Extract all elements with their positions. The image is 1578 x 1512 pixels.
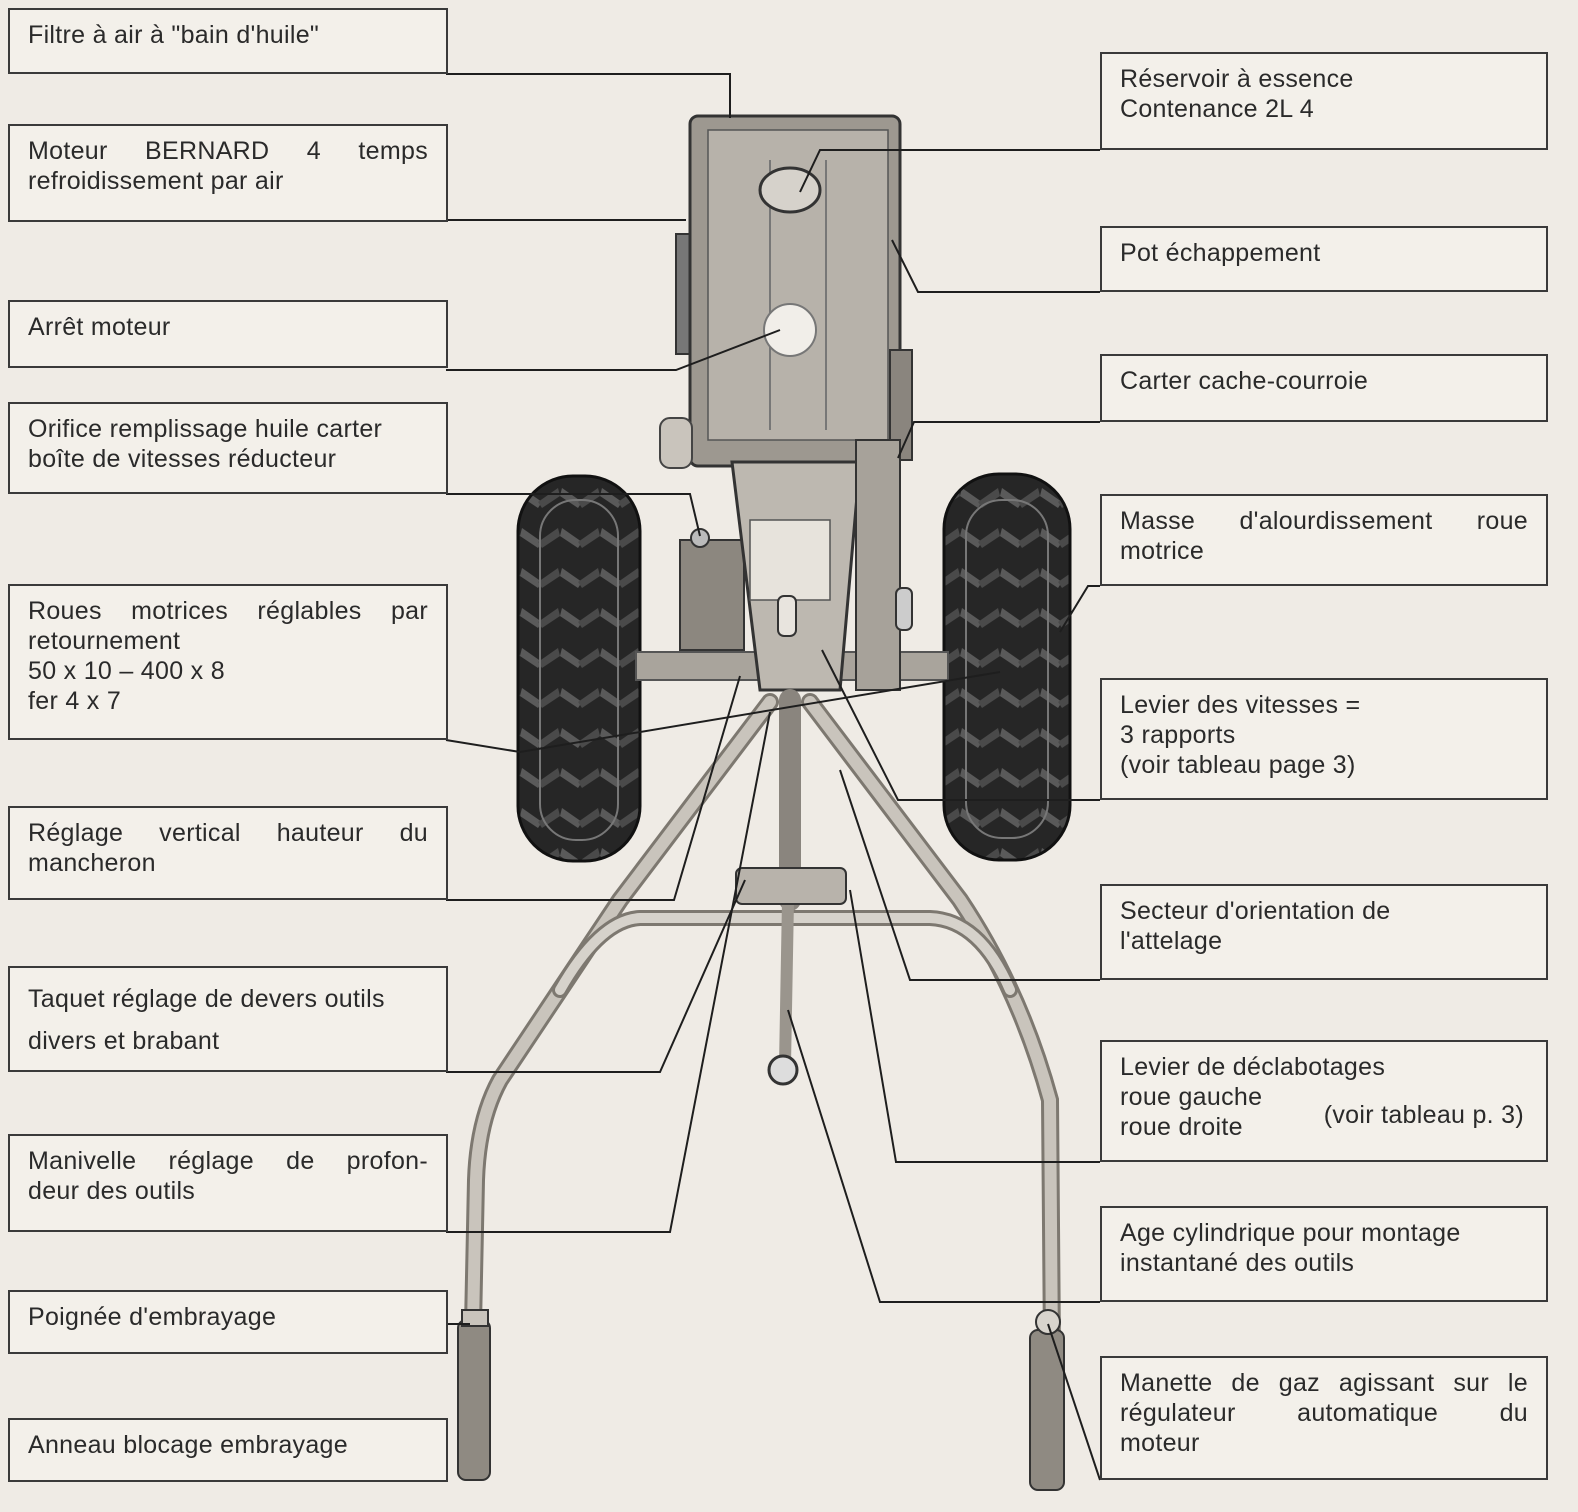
label-carter-line: Carter cache-courroie	[1120, 367, 1369, 395]
label-moteur-line: refroidissement par air	[28, 167, 284, 195]
label-levier-decl-line: roue gauche	[1120, 1083, 1263, 1111]
label-masse: Masse d'alourdissement roue motrice	[1100, 494, 1548, 586]
label-taquet-line: divers et brabant	[28, 1027, 220, 1055]
label-masse-line: Masse d'alourdissement roue	[1120, 507, 1528, 535]
label-secteur-line: l'attelage	[1120, 927, 1223, 955]
label-poignee-line: Poignée d'embrayage	[28, 1303, 277, 1331]
label-pot-line: Pot échappement	[1120, 239, 1321, 267]
right-wheel	[942, 472, 1072, 862]
label-secteur-line: Secteur d'orientation de	[1120, 897, 1391, 925]
label-reglage-vertical: Réglage vertical hauteur du mancheron	[8, 806, 448, 900]
label-filtre-air-line: Filtre à air à "bain d'huile"	[28, 21, 320, 49]
label-filtre-air: Filtre à air à "bain d'huile"	[8, 8, 448, 74]
label-age-cylindrique: Age cylindrique pour montage instantané …	[1100, 1206, 1548, 1302]
label-age-line: instantané des outils	[1120, 1249, 1355, 1277]
gearbox	[679, 439, 913, 692]
label-taquet-line: Taquet réglage de devers outils	[28, 985, 385, 1013]
label-reglage-line: Réglage vertical hauteur du	[28, 819, 428, 847]
label-levier-decl-note: (voir tableau p. 3)	[1323, 1101, 1524, 1129]
left-wheel	[516, 474, 642, 863]
label-pot-echappement: Pot échappement	[1100, 226, 1548, 292]
label-anneau-line: Anneau blocage embrayage	[28, 1431, 348, 1459]
label-roues-motrices: Roues motrices réglables par retournemen…	[8, 584, 448, 740]
label-manette-line: moteur	[1120, 1429, 1200, 1457]
label-manivelle: Manivelle réglage de profon- deur des ou…	[8, 1134, 448, 1232]
label-roues-line: retournement	[28, 627, 181, 655]
label-manette-line: régulateur automatique du	[1120, 1399, 1528, 1427]
hitch-bracket	[735, 867, 847, 905]
label-arret-moteur: Arrêt moteur	[8, 300, 448, 368]
label-masse-line: motrice	[1120, 537, 1205, 565]
label-levier-declabotages: Levier de déclabotages roue gauche roue …	[1100, 1040, 1548, 1162]
left-grip	[457, 1319, 491, 1481]
label-roues-line: fer 4 x 7	[28, 687, 122, 715]
label-levier-vitesses-line: 3 rapports	[1120, 721, 1236, 749]
label-orifice-line: boîte de vitesses réducteur	[28, 445, 337, 473]
label-levier-decl-line: Levier de déclabotages	[1120, 1053, 1386, 1081]
label-roues-line: Roues motrices réglables par	[28, 597, 428, 625]
label-moteur: Moteur BERNARD 4 temps refroidissement p…	[8, 124, 448, 222]
label-manette-gaz: Manette de gaz agissant sur le régulateu…	[1100, 1356, 1548, 1480]
label-taquet: Taquet réglage de devers outils divers e…	[8, 966, 448, 1072]
label-roues-line: 50 x 10 – 400 x 8	[28, 657, 225, 685]
label-reservoir-line: Contenance 2L 4	[1120, 95, 1315, 123]
label-levier-vitesses-line: Levier des vitesses =	[1120, 691, 1361, 719]
label-carter: Carter cache-courroie	[1100, 354, 1548, 422]
label-age-line: Age cylindrique pour montage	[1120, 1219, 1461, 1247]
label-levier-decl-line: roue droite	[1120, 1113, 1243, 1141]
hitch-ring	[767, 1054, 799, 1086]
leader-lines	[445, 73, 1101, 1481]
label-poignee: Poignée d'embrayage	[8, 1290, 448, 1354]
label-reglage-line: mancheron	[28, 849, 156, 877]
left-ring	[461, 1309, 489, 1327]
label-anneau: Anneau blocage embrayage	[8, 1418, 448, 1482]
label-secteur: Secteur d'orientation de l'attelage	[1100, 884, 1548, 980]
label-reservoir-line: Réservoir à essence	[1120, 65, 1354, 93]
label-arret-moteur-line: Arrêt moteur	[28, 313, 171, 341]
label-orifice-line: Orifice remplissage huile carter	[28, 415, 383, 443]
throttle-knob	[1035, 1309, 1061, 1335]
label-manivelle-line: Manivelle réglage de profon-	[28, 1147, 428, 1175]
engine-housing	[659, 114, 913, 469]
handlebar-frame	[461, 689, 1062, 1489]
label-reservoir: Réservoir à essence Contenance 2L 4	[1100, 52, 1548, 150]
label-levier-vitesses: Levier des vitesses = 3 rapports (voir t…	[1100, 678, 1548, 800]
label-manette-line: Manette de gaz agissant sur le	[1120, 1369, 1528, 1397]
label-orifice: Orifice remplissage huile carter boîte d…	[8, 402, 448, 494]
label-manivelle-line: deur des outils	[28, 1177, 196, 1205]
label-moteur-line: Moteur BERNARD 4 temps	[28, 137, 428, 165]
label-levier-vitesses-line: (voir tableau page 3)	[1120, 751, 1356, 779]
